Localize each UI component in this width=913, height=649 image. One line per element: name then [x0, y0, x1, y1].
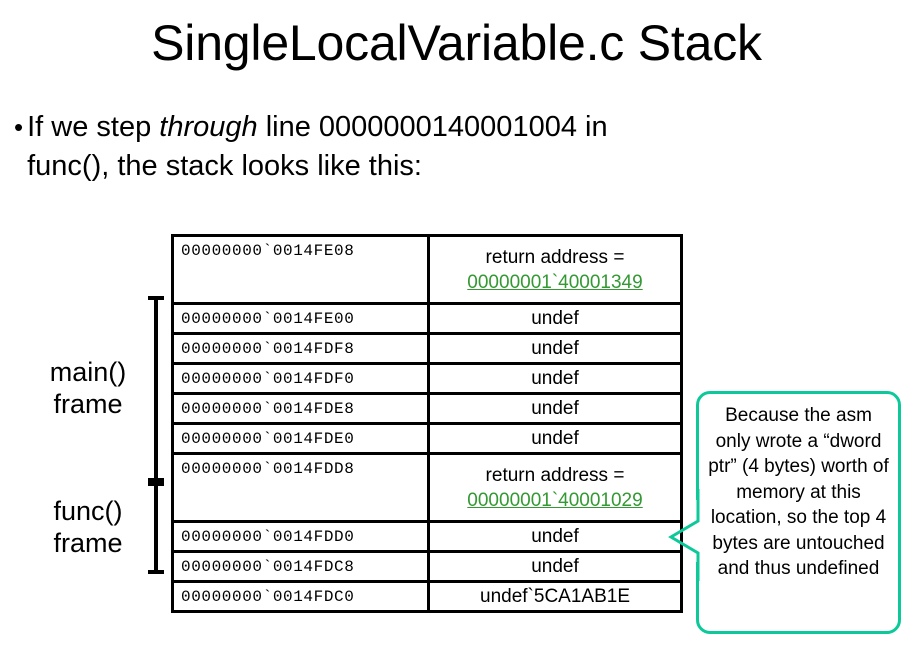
callout-box: Because the asm only wrote a “dword ptr”…	[696, 391, 901, 634]
undef-cell: undef	[427, 332, 683, 365]
callout-text: Because the asm only wrote a “dword ptr”…	[708, 405, 889, 579]
stack-address-cell: 00000000`0014FE00	[171, 302, 430, 335]
bracket-stem	[154, 296, 158, 482]
stack-address-cell: 00000000`0014FDE0	[171, 422, 430, 455]
func-frame-label: func() frame	[36, 495, 140, 559]
return-address-cell: return address = 00000001`40001029	[427, 452, 683, 523]
bracket-cap-bottom	[148, 570, 164, 574]
stack-address-cell: 00000000`0014FDD0	[171, 520, 430, 553]
bullet-text: If we step through line 0000000140001004…	[27, 108, 614, 186]
return-address-cell: return address = 00000001`40001349	[427, 234, 683, 305]
callout-tail-mask	[694, 500, 701, 562]
bracket-cap-bottom	[148, 478, 164, 482]
undef-cell: undef	[427, 422, 683, 455]
stack-address-cell: 00000000`0014FE08	[171, 234, 430, 305]
page-title: SingleLocalVariable.c Stack	[151, 15, 762, 71]
local-variable-cell: undef`5CA1AB1E	[427, 580, 683, 613]
func-frame-bracket	[148, 482, 164, 574]
func-frame-label-line1: func()	[53, 496, 123, 526]
bracket-stem	[154, 482, 158, 574]
table-row: 00000000`0014FDD8 return address = 0000000…	[171, 452, 683, 523]
stack-address-cell: 00000000`0014FDD8	[171, 452, 430, 523]
bullet-text-part1: If we step	[27, 111, 160, 143]
stack-address-cell: 00000000`0014FDF8	[171, 332, 430, 365]
bullet-text-emphasis: through	[159, 111, 258, 143]
undef-cell: undef	[427, 362, 683, 395]
main-frame-label-line2: frame	[53, 389, 123, 419]
undef-cell: undef	[427, 392, 683, 425]
main-frame-bracket	[148, 296, 164, 482]
stack-address-cell: 00000000`0014FDC0	[171, 580, 430, 613]
bullet-paragraph: • If we step through line 00000001400010…	[14, 108, 614, 186]
return-address-label: return address =	[485, 464, 625, 486]
stack-address-cell: 00000000`0014FDE8	[171, 392, 430, 425]
undef-cell: undef	[427, 302, 683, 335]
return-address-label: return address =	[485, 246, 625, 268]
table-row: 00000000`0014FE08 return address = 0000000…	[171, 234, 683, 305]
main-frame-label: main() frame	[36, 356, 140, 420]
stack-address-cell: 00000000`0014FDF0	[171, 362, 430, 395]
undef-cell: undef	[427, 520, 683, 553]
callout-tail-icon	[668, 489, 700, 581]
return-address-link[interactable]: 00000001`40001349	[467, 271, 643, 293]
func-frame-label-line2: frame	[53, 528, 123, 558]
return-address-link[interactable]: 00000001`40001029	[467, 489, 643, 511]
main-frame-label-line1: main()	[49, 357, 127, 387]
undef-cell: undef	[427, 550, 683, 583]
bullet-text-part2: line 0000000140001004 in func(), the sta…	[27, 111, 608, 182]
stack-address-cell: 00000000`0014FDC8	[171, 550, 430, 583]
bullet-dot-icon: •	[14, 112, 24, 142]
bullet-row: • If we step through line 00000001400010…	[14, 108, 614, 186]
